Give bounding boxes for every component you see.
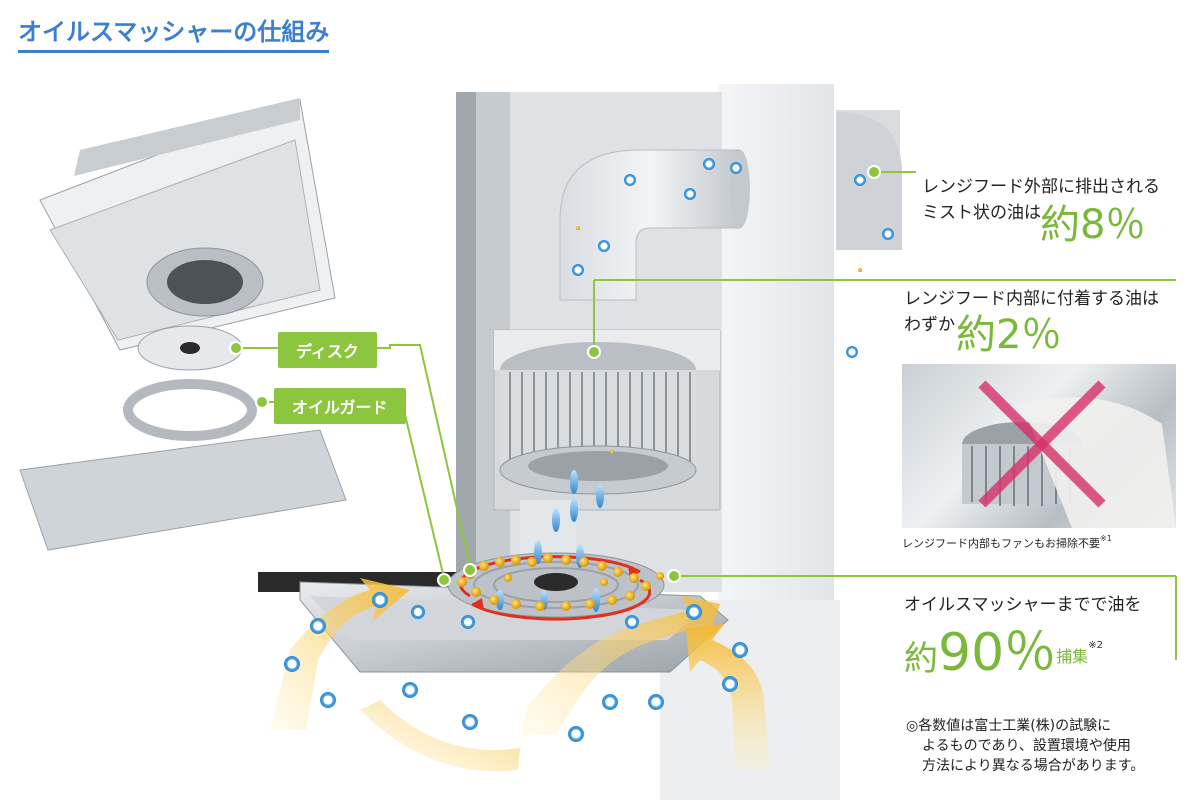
callout-inside-line2: わずか [904,315,955,335]
callout-outside-line2: ミスト状の油は [922,203,1041,223]
callout-smasher-pct-prefix: 約 [904,639,938,679]
callout-smasher-note: ※2 [1088,640,1103,651]
fan-cleaning-photo [902,364,1176,528]
footnote: ◎各数値は富士工業(株)の試験に よるものであり、設置環境や使用 方法により異な… [906,716,1144,776]
callout-smasher-line1: オイルスマッシャーまでで油を [904,595,1142,615]
footnote-line3: 方法により異なる場合があります。 [922,758,1145,774]
disk-label: ディスク [278,332,377,368]
callout-smasher-pct-row: 約90％捕集※2 [904,616,1103,689]
photo-caption-note: ※1 [1100,534,1112,543]
callout-inside-line1: レンジフード内部に付着する油は [904,289,1159,309]
callout-outside-line1: レンジフード外部に排出される [922,177,1160,197]
photo-caption: レンジフード内部もファンもお掃除不要※1 [902,534,1112,551]
footnote-line1: ◎各数値は富士工業(株)の試験に [906,718,1112,734]
callout-smasher-suffix: 捕集 [1056,647,1089,666]
photo-caption-text: レンジフード内部もファンもお掃除不要 [902,537,1100,550]
oil-guard-label: オイルガード [274,388,406,424]
no-cleaning-cross-icon [962,380,1176,528]
callout-outside-pct: 約8％ [1040,202,1146,248]
page-title: オイルスマッシャーの仕組み [18,12,330,53]
callout-smasher-pct-value: 90％ [938,623,1057,683]
callout-inside-pct: 約2％ [956,312,1062,358]
footnote-line2: よるものであり、設置環境や使用 [922,738,1131,754]
